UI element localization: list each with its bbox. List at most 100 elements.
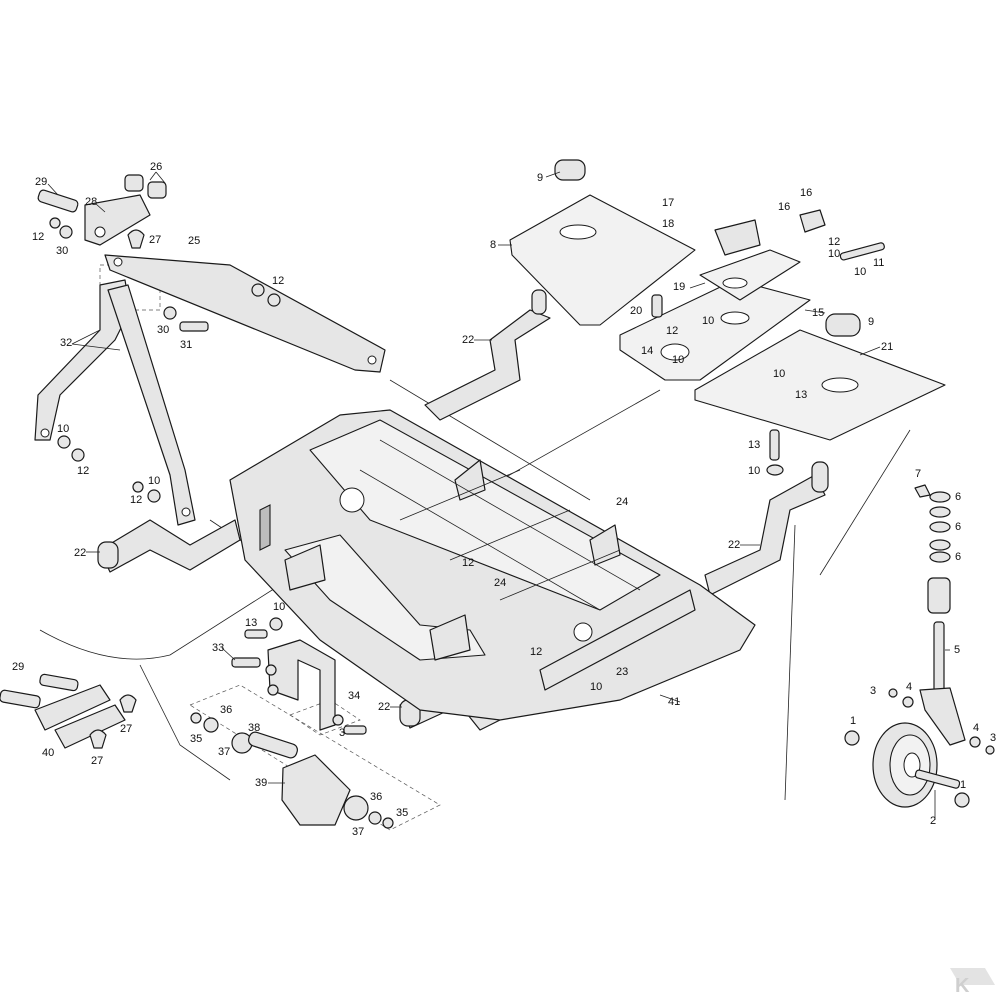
spindle-5 xyxy=(933,621,945,693)
callout-12: 12 xyxy=(462,557,474,569)
callout-20: 20 xyxy=(630,305,642,317)
plate-19 xyxy=(699,249,801,301)
callout-18: 18 xyxy=(662,218,674,230)
roller-39 xyxy=(281,754,351,826)
callout-12: 12 xyxy=(530,646,542,658)
callout-12: 12 xyxy=(77,465,89,477)
top-arm-25 xyxy=(104,254,386,373)
callout-12: 12 xyxy=(32,231,44,243)
callout-3: 3 xyxy=(339,727,345,739)
bracket-33 xyxy=(267,639,336,731)
a-frame-32 xyxy=(34,279,196,526)
callout-13: 13 xyxy=(245,617,257,629)
callout-5: 5 xyxy=(954,644,960,656)
callout-9: 9 xyxy=(537,172,543,184)
callout-10: 10 xyxy=(773,368,785,380)
callout-15: 15 xyxy=(812,307,824,319)
callout-36: 36 xyxy=(220,704,232,716)
callout-10: 10 xyxy=(273,601,285,613)
callout-25: 25 xyxy=(188,235,200,247)
lower-link-assembly xyxy=(0,673,137,749)
callout-22: 22 xyxy=(462,334,474,346)
callout-34: 34 xyxy=(348,690,360,702)
callout-23: 23 xyxy=(616,666,628,678)
callout-10: 10 xyxy=(590,681,602,693)
callout-12: 12 xyxy=(828,236,840,248)
callout-32: 32 xyxy=(60,337,72,349)
bracket-block xyxy=(714,219,761,256)
callout-3: 3 xyxy=(990,732,996,744)
bolt-31 xyxy=(179,321,209,332)
callout-12: 12 xyxy=(130,494,142,506)
callout-10: 10 xyxy=(854,266,866,278)
callout-10: 10 xyxy=(57,423,69,435)
callout-35: 35 xyxy=(190,733,202,745)
callout-4: 4 xyxy=(906,681,912,693)
callout-14: 14 xyxy=(641,345,653,357)
callout-13: 13 xyxy=(748,439,760,451)
callout-36: 36 xyxy=(370,791,382,803)
callout-26: 26 xyxy=(150,161,162,173)
roller-assembly xyxy=(190,617,394,829)
callout-2: 2 xyxy=(930,815,936,827)
callout-17: 17 xyxy=(662,197,674,209)
callout-27: 27 xyxy=(120,723,132,735)
callout-4: 4 xyxy=(973,722,979,734)
callout-21: 21 xyxy=(881,341,893,353)
upper-plates xyxy=(509,159,946,476)
cap-9b xyxy=(825,313,861,337)
callout-13: 13 xyxy=(795,389,807,401)
plate-21 xyxy=(694,329,946,441)
callout-40: 40 xyxy=(42,747,54,759)
callout-1: 1 xyxy=(960,779,966,791)
callout-41: 41 xyxy=(668,696,680,708)
callout-22: 22 xyxy=(74,547,86,559)
tube-sleeve xyxy=(927,577,951,614)
callout-22: 22 xyxy=(378,701,390,713)
fork xyxy=(919,687,966,746)
callout-29: 29 xyxy=(12,661,24,673)
callout-28: 28 xyxy=(85,196,97,208)
logo-letter: K xyxy=(955,975,970,997)
callout-16: 16 xyxy=(778,201,790,213)
callout-6: 6 xyxy=(955,551,961,563)
callout-30: 30 xyxy=(157,324,169,336)
callout-29: 29 xyxy=(35,176,47,188)
plate-40a xyxy=(34,684,111,731)
bolt-20 xyxy=(651,294,663,318)
callout-16: 16 xyxy=(800,187,812,199)
callout-24: 24 xyxy=(494,577,506,589)
callout-1: 1 xyxy=(850,715,856,727)
top-link-assembly xyxy=(37,174,386,373)
main-deck-41 xyxy=(229,409,756,721)
callout-33: 33 xyxy=(212,642,224,654)
callout-10: 10 xyxy=(148,475,160,487)
callout-39: 39 xyxy=(255,777,267,789)
callout-9: 9 xyxy=(868,316,874,328)
callout-3: 3 xyxy=(870,685,876,697)
leader-lines xyxy=(47,171,950,820)
callout-labels: 29 26 28 12 30 27 25 12 30 31 32 10 12 1… xyxy=(12,161,996,838)
callout-31: 31 xyxy=(180,339,192,351)
plate-40b xyxy=(54,704,126,749)
callout-27: 27 xyxy=(149,234,161,246)
brand-logo: K xyxy=(950,968,995,997)
callout-10: 10 xyxy=(748,465,760,477)
callout-6: 6 xyxy=(955,491,961,503)
callout-10: 10 xyxy=(702,315,714,327)
callout-10: 10 xyxy=(672,354,684,366)
callout-8: 8 xyxy=(490,239,496,251)
callout-7: 7 xyxy=(915,468,921,480)
cap-9a xyxy=(554,159,586,181)
callout-37: 37 xyxy=(218,746,230,758)
shaft-38 xyxy=(248,731,298,759)
bushing-26b xyxy=(147,181,167,199)
washer-30 xyxy=(163,306,177,320)
callout-10: 10 xyxy=(828,248,840,260)
bushing-26a xyxy=(124,174,144,192)
callout-22: 22 xyxy=(728,539,740,551)
bolt-29 xyxy=(37,189,79,213)
callout-27: 27 xyxy=(91,755,103,767)
plate-8 xyxy=(509,194,696,326)
